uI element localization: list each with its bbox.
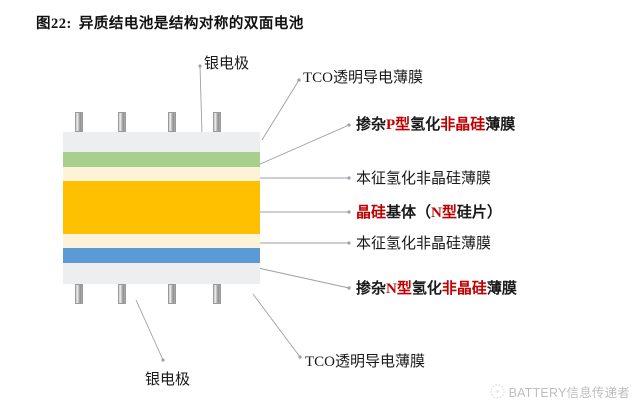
leader-dot-n-type xyxy=(347,286,351,290)
wafer-ntype: N型 xyxy=(431,205,457,221)
wafer-mid: 基体（ xyxy=(386,205,432,221)
leader-dot-intrinsic-bottom xyxy=(347,241,351,245)
label-top-silver-electrode-text: 银电极 xyxy=(204,56,250,72)
top-electrode-finger xyxy=(118,112,126,132)
label-bottom-silver-electrode: 银电极 xyxy=(145,368,190,389)
watermark-text: BATTERY信息传递者 xyxy=(508,386,630,400)
label-intrinsic-top-text: 本征氢化非晶硅薄膜 xyxy=(356,171,492,187)
label-top-tco-text: TCO透明导电薄膜 xyxy=(303,70,424,86)
label-p-type-a-si: 掺杂P型氢化非晶硅薄膜 xyxy=(356,113,515,134)
leader-dot-bottom-tco xyxy=(298,355,302,359)
p-type-prefix: 掺杂 xyxy=(356,117,387,133)
label-intrinsic-bottom-text: 本征氢化非晶硅薄膜 xyxy=(356,236,492,252)
p-type-suffix: 薄膜 xyxy=(485,117,516,133)
label-c-si-wafer: 晶硅基体（N型硅片） xyxy=(356,201,502,222)
label-bottom-tco-text: TCO透明导电薄膜 xyxy=(305,354,426,370)
layer-p-type-a-si xyxy=(63,152,260,167)
bottom-electrode-finger xyxy=(75,284,83,304)
leader-bottom-tco xyxy=(252,293,301,358)
wafer-red: 晶硅 xyxy=(356,205,387,221)
p-type-mid: 氢化 xyxy=(410,117,441,133)
n-type-mid: 氢化 xyxy=(411,281,442,297)
leader-dot-bottom-silver xyxy=(161,358,165,362)
layer-intrinsic-a-si-top xyxy=(63,167,260,181)
label-intrinsic-a-si-bottom: 本征氢化非晶硅薄膜 xyxy=(356,232,491,253)
label-intrinsic-a-si-top: 本征氢化非晶硅薄膜 xyxy=(356,167,491,188)
leader-top-tco xyxy=(261,79,300,141)
battery-logo-icon xyxy=(489,384,505,399)
leader-dot-wafer xyxy=(347,210,351,214)
layer-tco-top xyxy=(63,132,260,152)
leader-dot-top-tco xyxy=(297,78,301,82)
top-electrode-finger xyxy=(213,112,221,132)
figure-title: 图22: 异质结电池是结构对称的双面电池 xyxy=(36,12,304,33)
leader-dot-intrinsic-top xyxy=(347,176,351,180)
bottom-electrode-finger xyxy=(213,284,221,304)
figure-title-text: 异质结电池是结构对称的双面电池 xyxy=(78,16,304,32)
leader-p-type xyxy=(257,124,350,166)
p-type-mark: P型 xyxy=(386,117,411,133)
n-type-suffix: 薄膜 xyxy=(486,281,517,297)
layer-n-type-a-si xyxy=(63,248,260,263)
bottom-electrode-finger xyxy=(168,284,176,304)
layer-c-si-wafer xyxy=(63,181,260,234)
label-top-tco: TCO透明导电薄膜 xyxy=(303,66,423,87)
n-type-red: 非晶硅 xyxy=(441,281,487,297)
label-bottom-silver-electrode-text: 银电极 xyxy=(145,372,191,388)
leader-n-type xyxy=(257,267,350,289)
p-type-red: 非晶硅 xyxy=(440,117,486,133)
leader-dot-top-silver xyxy=(198,64,202,68)
layer-intrinsic-a-si-bottom xyxy=(63,234,260,248)
leader-dot-p-type xyxy=(347,123,351,127)
layer-tco-bottom xyxy=(63,263,260,284)
leader-bottom-silver-electrode xyxy=(135,299,164,361)
wafer-suffix: 硅片） xyxy=(456,205,502,221)
watermark: BATTERY信息传递者 xyxy=(489,382,630,401)
label-top-silver-electrode: 银电极 xyxy=(204,52,249,73)
leader-top-silver-electrode xyxy=(199,65,203,135)
n-type-mark: N型 xyxy=(386,281,412,297)
cell-layer-stack xyxy=(63,132,260,284)
label-bottom-tco: TCO透明导电薄膜 xyxy=(305,350,425,371)
bottom-electrode-finger xyxy=(118,284,126,304)
label-n-type-a-si: 掺杂N型氢化非晶硅薄膜 xyxy=(356,277,517,298)
figure-number: 图22: xyxy=(36,16,72,32)
top-electrode-finger xyxy=(168,112,176,132)
n-type-prefix: 掺杂 xyxy=(356,281,387,297)
top-electrode-finger xyxy=(75,112,83,132)
